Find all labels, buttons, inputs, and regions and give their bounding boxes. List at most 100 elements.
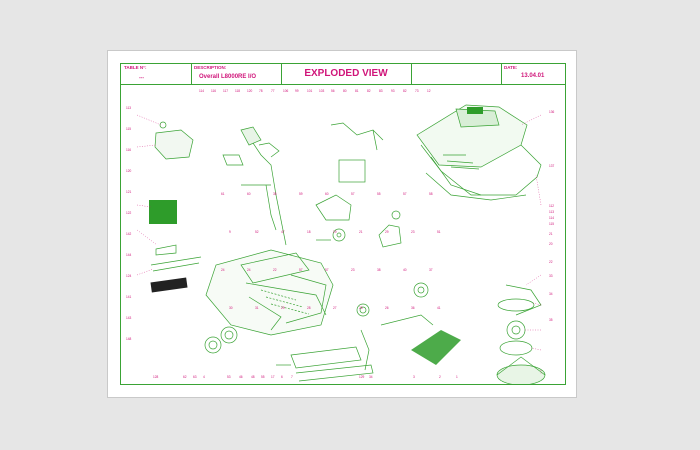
callout-number: 35: [273, 192, 277, 196]
callout-number: 46: [239, 375, 243, 379]
callout-number: 61: [221, 192, 225, 196]
callout-number: 29: [281, 306, 285, 310]
callout-number: 57: [299, 268, 303, 272]
callout-number: 24: [247, 268, 251, 272]
callout-number: 55: [377, 192, 381, 196]
callout-number: 99: [295, 89, 299, 93]
title-block: TABLE N°: --- DESCRIPTION: Overall L8000…: [121, 64, 565, 85]
callout-number: 26: [385, 306, 389, 310]
callout-number: 22: [549, 260, 553, 264]
callout-number: 82: [403, 89, 407, 93]
table-number-value: ---: [139, 75, 144, 81]
callout-number: 81: [355, 89, 359, 93]
callout-number: 18: [307, 230, 311, 234]
callout-number: 83: [379, 89, 383, 93]
callout-number: 142: [126, 232, 132, 236]
callout-number: 7: [291, 375, 293, 379]
callout-number: 31: [255, 306, 259, 310]
date-cell: DATE: 13.04.01: [501, 64, 565, 84]
callout-number: 120: [126, 169, 132, 173]
callout-number: 36: [411, 306, 415, 310]
callout-number: 93: [391, 89, 395, 93]
callout-number: 143: [126, 316, 132, 320]
callout-number: 129: [359, 375, 365, 379]
callout-number: 48: [251, 375, 255, 379]
top-cover-part: [416, 104, 542, 201]
callout-number: 122: [126, 211, 132, 215]
callout-number: 12: [427, 89, 431, 93]
callout-number: 6: [281, 375, 283, 379]
callout-number: 121: [126, 190, 132, 194]
callout-number: 115: [549, 222, 554, 226]
callout-number: 112: [549, 204, 554, 208]
description-label: DESCRIPTION:: [194, 65, 227, 70]
callout-number: 60: [325, 192, 329, 196]
view-title: EXPLODED VIEW: [304, 68, 388, 79]
callout-number: 38: [377, 268, 381, 272]
callout-number: 116: [126, 148, 131, 152]
callout-number: 29: [385, 230, 389, 234]
leader-lines: [136, 114, 542, 375]
description-cell: DESCRIPTION: Overall L8000RE I/O: [191, 64, 281, 84]
callout-number: 24: [221, 268, 225, 272]
callout-number: 34: [549, 292, 553, 296]
callout-number: 148: [126, 337, 132, 341]
callout-number: 53: [227, 375, 231, 379]
callout-number: 57: [325, 268, 329, 272]
callout-number: 78: [259, 89, 263, 93]
callout-number: 41: [437, 306, 441, 310]
callout-number: 20: [549, 242, 553, 246]
callout-number: 34: [369, 375, 373, 379]
callout-number: 35: [549, 318, 553, 322]
view-title-cell: EXPLODED VIEW: [281, 64, 411, 84]
callout-number: 58: [429, 192, 433, 196]
callout-number: 1: [456, 375, 458, 379]
callout-number: 56: [331, 89, 335, 93]
callout-number: 124: [126, 274, 132, 278]
callout-number: 33: [549, 274, 553, 278]
callout-number: 62: [183, 375, 187, 379]
callout-number: 101: [307, 89, 313, 93]
callout-number: 60: [247, 192, 251, 196]
callout-number: 103: [319, 89, 325, 93]
callout-number: 117: [223, 89, 228, 93]
table-number-label: TABLE N°:: [124, 65, 147, 70]
callout-number: 120: [247, 89, 253, 93]
callout-number: 28: [307, 306, 311, 310]
callout-number: 113: [549, 210, 554, 214]
table-number-cell: TABLE N°: ---: [121, 64, 191, 84]
callout-number: 141: [126, 295, 132, 299]
left-bracket-parts: [149, 121, 202, 293]
callout-number: 9: [229, 230, 231, 234]
date-label: DATE:: [504, 65, 518, 70]
callout-number: 77: [271, 89, 275, 93]
callout-number: 17: [271, 375, 275, 379]
drawing-sheet: TABLE N°: --- DESCRIPTION: Overall L8000…: [107, 50, 577, 398]
callout-number: 116: [211, 89, 216, 93]
exploded-view-diagram: 1141161171181207877106991011035680818283…: [126, 89, 555, 384]
callout-number: 30: [229, 306, 233, 310]
callout-number: 128: [153, 375, 159, 379]
callout-number: 37: [429, 268, 433, 272]
handle-part: [222, 126, 287, 246]
callout-number: 52: [255, 230, 259, 234]
callout-number: 80: [343, 89, 347, 93]
callout-number: 25: [359, 306, 363, 310]
callout-number: 113: [126, 106, 131, 110]
callout-number: 57: [403, 192, 407, 196]
callout-number: 114: [199, 89, 204, 93]
blade-parts: [411, 284, 546, 384]
callout-number: 51: [437, 230, 441, 234]
callout-number: 114: [549, 216, 554, 220]
callout-number: 82: [367, 89, 371, 93]
callout-number: 47: [281, 230, 285, 234]
callout-number: 23: [411, 230, 415, 234]
callout-number: 106: [283, 89, 289, 93]
callout-number: 27: [333, 306, 337, 310]
chassis-part: [205, 249, 334, 336]
date-value: 13.04.01: [521, 73, 545, 79]
